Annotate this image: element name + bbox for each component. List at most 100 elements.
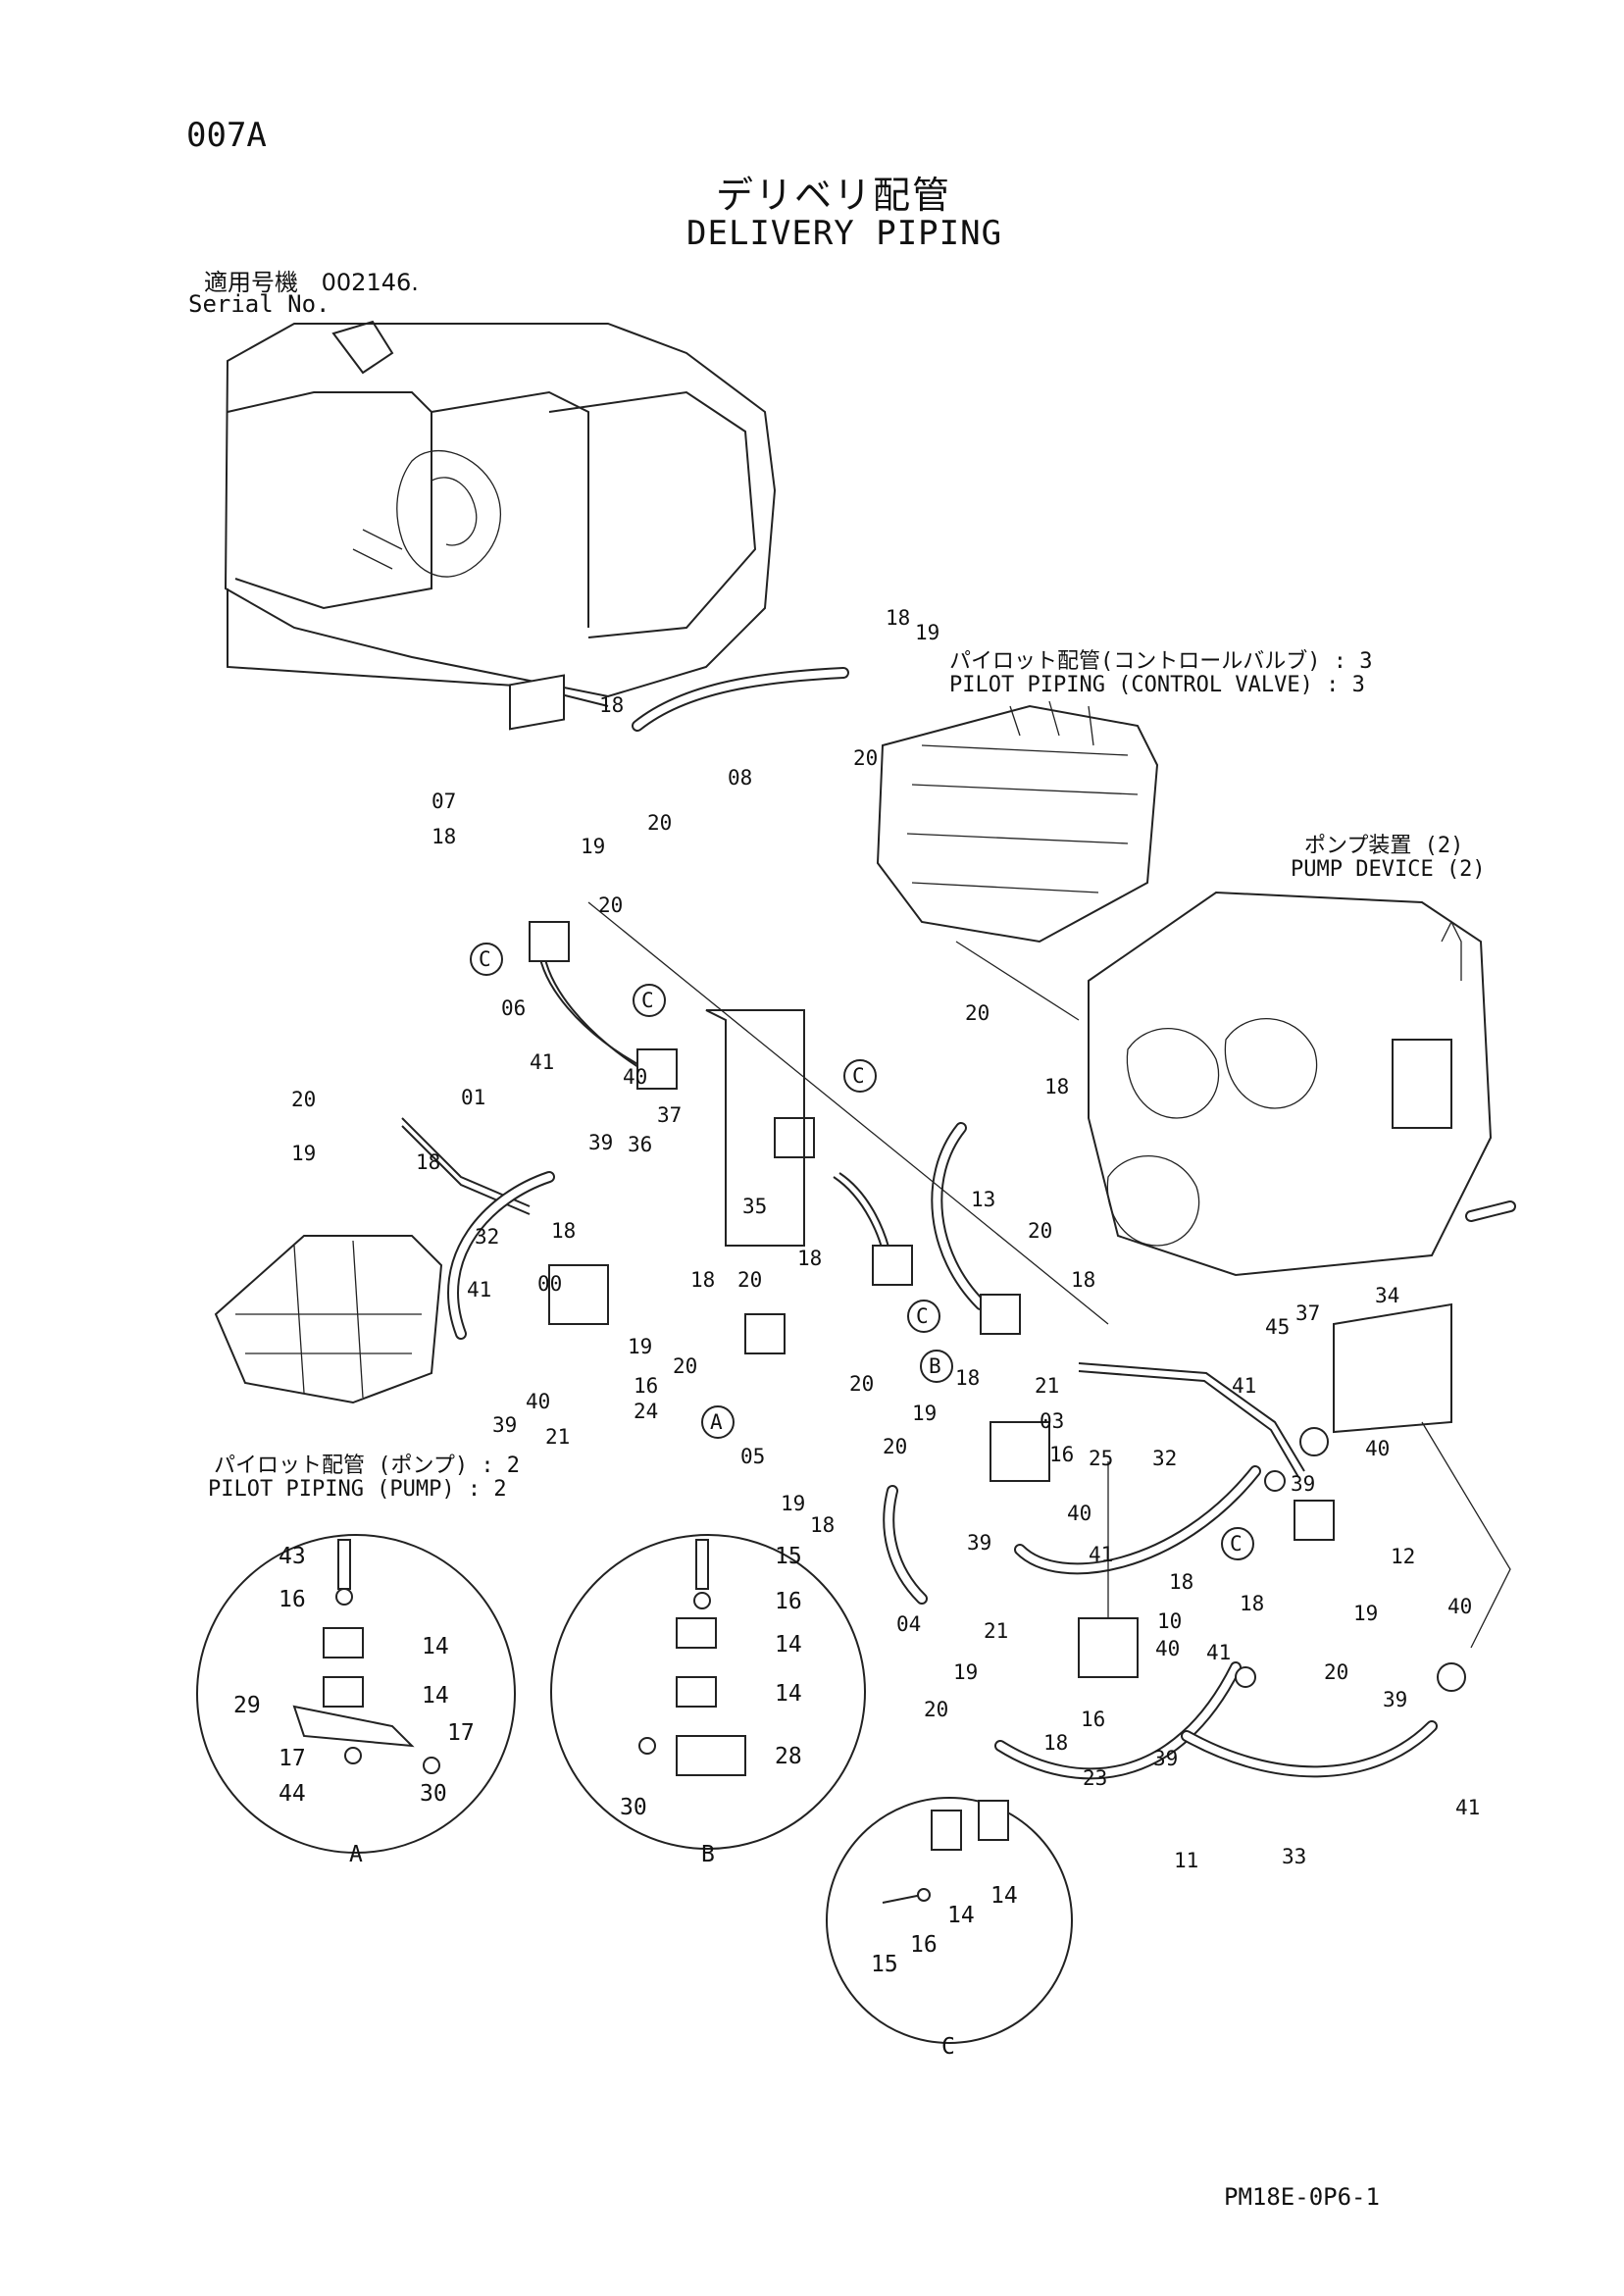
part-label: 41 [1206,1641,1231,1664]
machine-frame-drawing [224,320,777,707]
detail-label: 14 [947,1903,975,1928]
pilot-pump-en: PILOT PIPING (PUMP) : 2 [208,1477,507,1502]
part-label: 41 [1089,1543,1113,1566]
detail-b-title: B [701,1842,715,1867]
part-label: 24 [634,1400,658,1423]
part-label: 33 [1282,1845,1306,1868]
detail-b: B 15 16 14 14 28 30 [550,1534,866,1867]
part-label: 19 [953,1660,978,1684]
part-label: 06 [501,996,526,1020]
part-label: 18 [599,693,624,717]
detail-label: 14 [775,1681,802,1707]
pilot-pump-jp: パイロット配管 (ポンプ) : 2 [214,1454,521,1478]
callout-c[interactable]: C [843,1059,877,1093]
detail-c-title: C [941,2034,955,2060]
pilot-pump-block-drawing [214,1235,443,1404]
part-label: 20 [965,1001,990,1025]
document-code: PM18E-0P6-1 [1224,2183,1380,2211]
part-label: 40 [526,1390,550,1413]
part-label: 10 [1157,1609,1182,1633]
part-label: 45 [1265,1315,1290,1339]
callout-c[interactable]: C [907,1300,940,1333]
part-labels: 18 19 20 18 08 19 20 07 18 20 06 20 18 4… [291,606,1480,1872]
part-label: 39 [1153,1747,1178,1770]
part-label: 41 [1232,1374,1256,1398]
detail-label: 16 [910,1932,938,1958]
part-label: 20 [647,811,672,835]
part-label: 34 [1375,1284,1399,1307]
callout-a-label: A [710,1410,723,1434]
detail-label: 16 [279,1587,306,1612]
part-label: 20 [853,746,878,770]
pump-device-jp: ポンプ装置 (2) [1304,834,1464,858]
part-label: 18 [1169,1570,1193,1594]
part-label: 19 [781,1492,805,1515]
part-label: 19 [628,1335,652,1358]
serial-number: 002146. [321,269,419,296]
part-label: 25 [1089,1447,1113,1470]
pilot-cv-jp: パイロット配管(コントロールバルブ) : 3 [949,649,1373,674]
callout-c-label: C [1230,1532,1243,1556]
detail-label: 29 [233,1693,261,1718]
part-label: 07 [431,790,456,813]
part-label: 03 [1040,1409,1064,1433]
part-label: 16 [1049,1443,1074,1466]
callout-a[interactable]: A [701,1405,735,1439]
detail-label: 17 [279,1746,306,1771]
callout-c-label: C [641,989,654,1012]
part-label: 18 [955,1366,980,1390]
detail-label: 14 [990,1883,1018,1909]
part-label: 05 [740,1445,765,1468]
part-label: 18 [1044,1075,1069,1098]
detail-label: 14 [422,1683,449,1709]
leader-lines [587,901,1511,1649]
detail-label: 44 [279,1781,306,1807]
pilot-cv-en: PILOT PIPING (CONTROL VALVE) : 3 [949,673,1365,697]
part-label: 39 [492,1413,517,1437]
page-title: DELIVERY PIPING [686,214,1003,253]
part-label: 39 [1291,1472,1315,1496]
part-label: 18 [886,606,910,630]
part-label: 40 [1067,1502,1091,1525]
part-label: 36 [628,1133,652,1156]
part-label: 12 [1391,1545,1415,1568]
part-label: 20 [924,1698,948,1721]
callout-b[interactable]: B [920,1350,953,1383]
part-label: 08 [728,766,752,790]
part-label: 39 [1383,1688,1407,1711]
pump-device-en: PUMP DEVICE (2) [1291,857,1486,882]
part-label: 18 [690,1268,715,1292]
detail-a: A 43 16 14 14 29 17 17 30 44 [196,1534,516,1867]
part-label: 41 [1455,1796,1480,1819]
detail-label: 15 [775,1544,802,1569]
part-label: 19 [1353,1602,1378,1625]
part-label: 18 [797,1247,822,1270]
part-label: 41 [467,1278,491,1301]
part-label: 20 [1324,1660,1348,1684]
callout-c[interactable]: C [1221,1527,1254,1560]
part-label: 19 [915,621,939,644]
part-label: 21 [1035,1374,1059,1398]
part-label: 00 [537,1272,562,1296]
part-label: 35 [742,1195,767,1218]
part-label: 04 [896,1612,921,1636]
part-label: 21 [545,1425,570,1449]
hoses [401,667,1438,1780]
part-label: 18 [416,1150,440,1174]
part-label: 11 [1174,1849,1198,1872]
part-label: 18 [431,825,456,848]
part-label: 20 [291,1088,316,1111]
part-label: 18 [1240,1592,1264,1615]
callout-c-label: C [852,1064,865,1088]
part-label: 37 [1295,1301,1320,1325]
pump-device-drawing [1088,891,1516,1277]
callout-c[interactable]: C [633,984,666,1017]
part-label: 19 [581,835,605,858]
part-label: 13 [971,1188,995,1211]
part-label: 21 [984,1619,1008,1643]
detail-label: 16 [775,1589,802,1614]
callout-c[interactable]: C [470,943,503,976]
serial-label-jp: 適用号機 002146. [204,263,419,297]
part-label: 39 [588,1131,613,1154]
